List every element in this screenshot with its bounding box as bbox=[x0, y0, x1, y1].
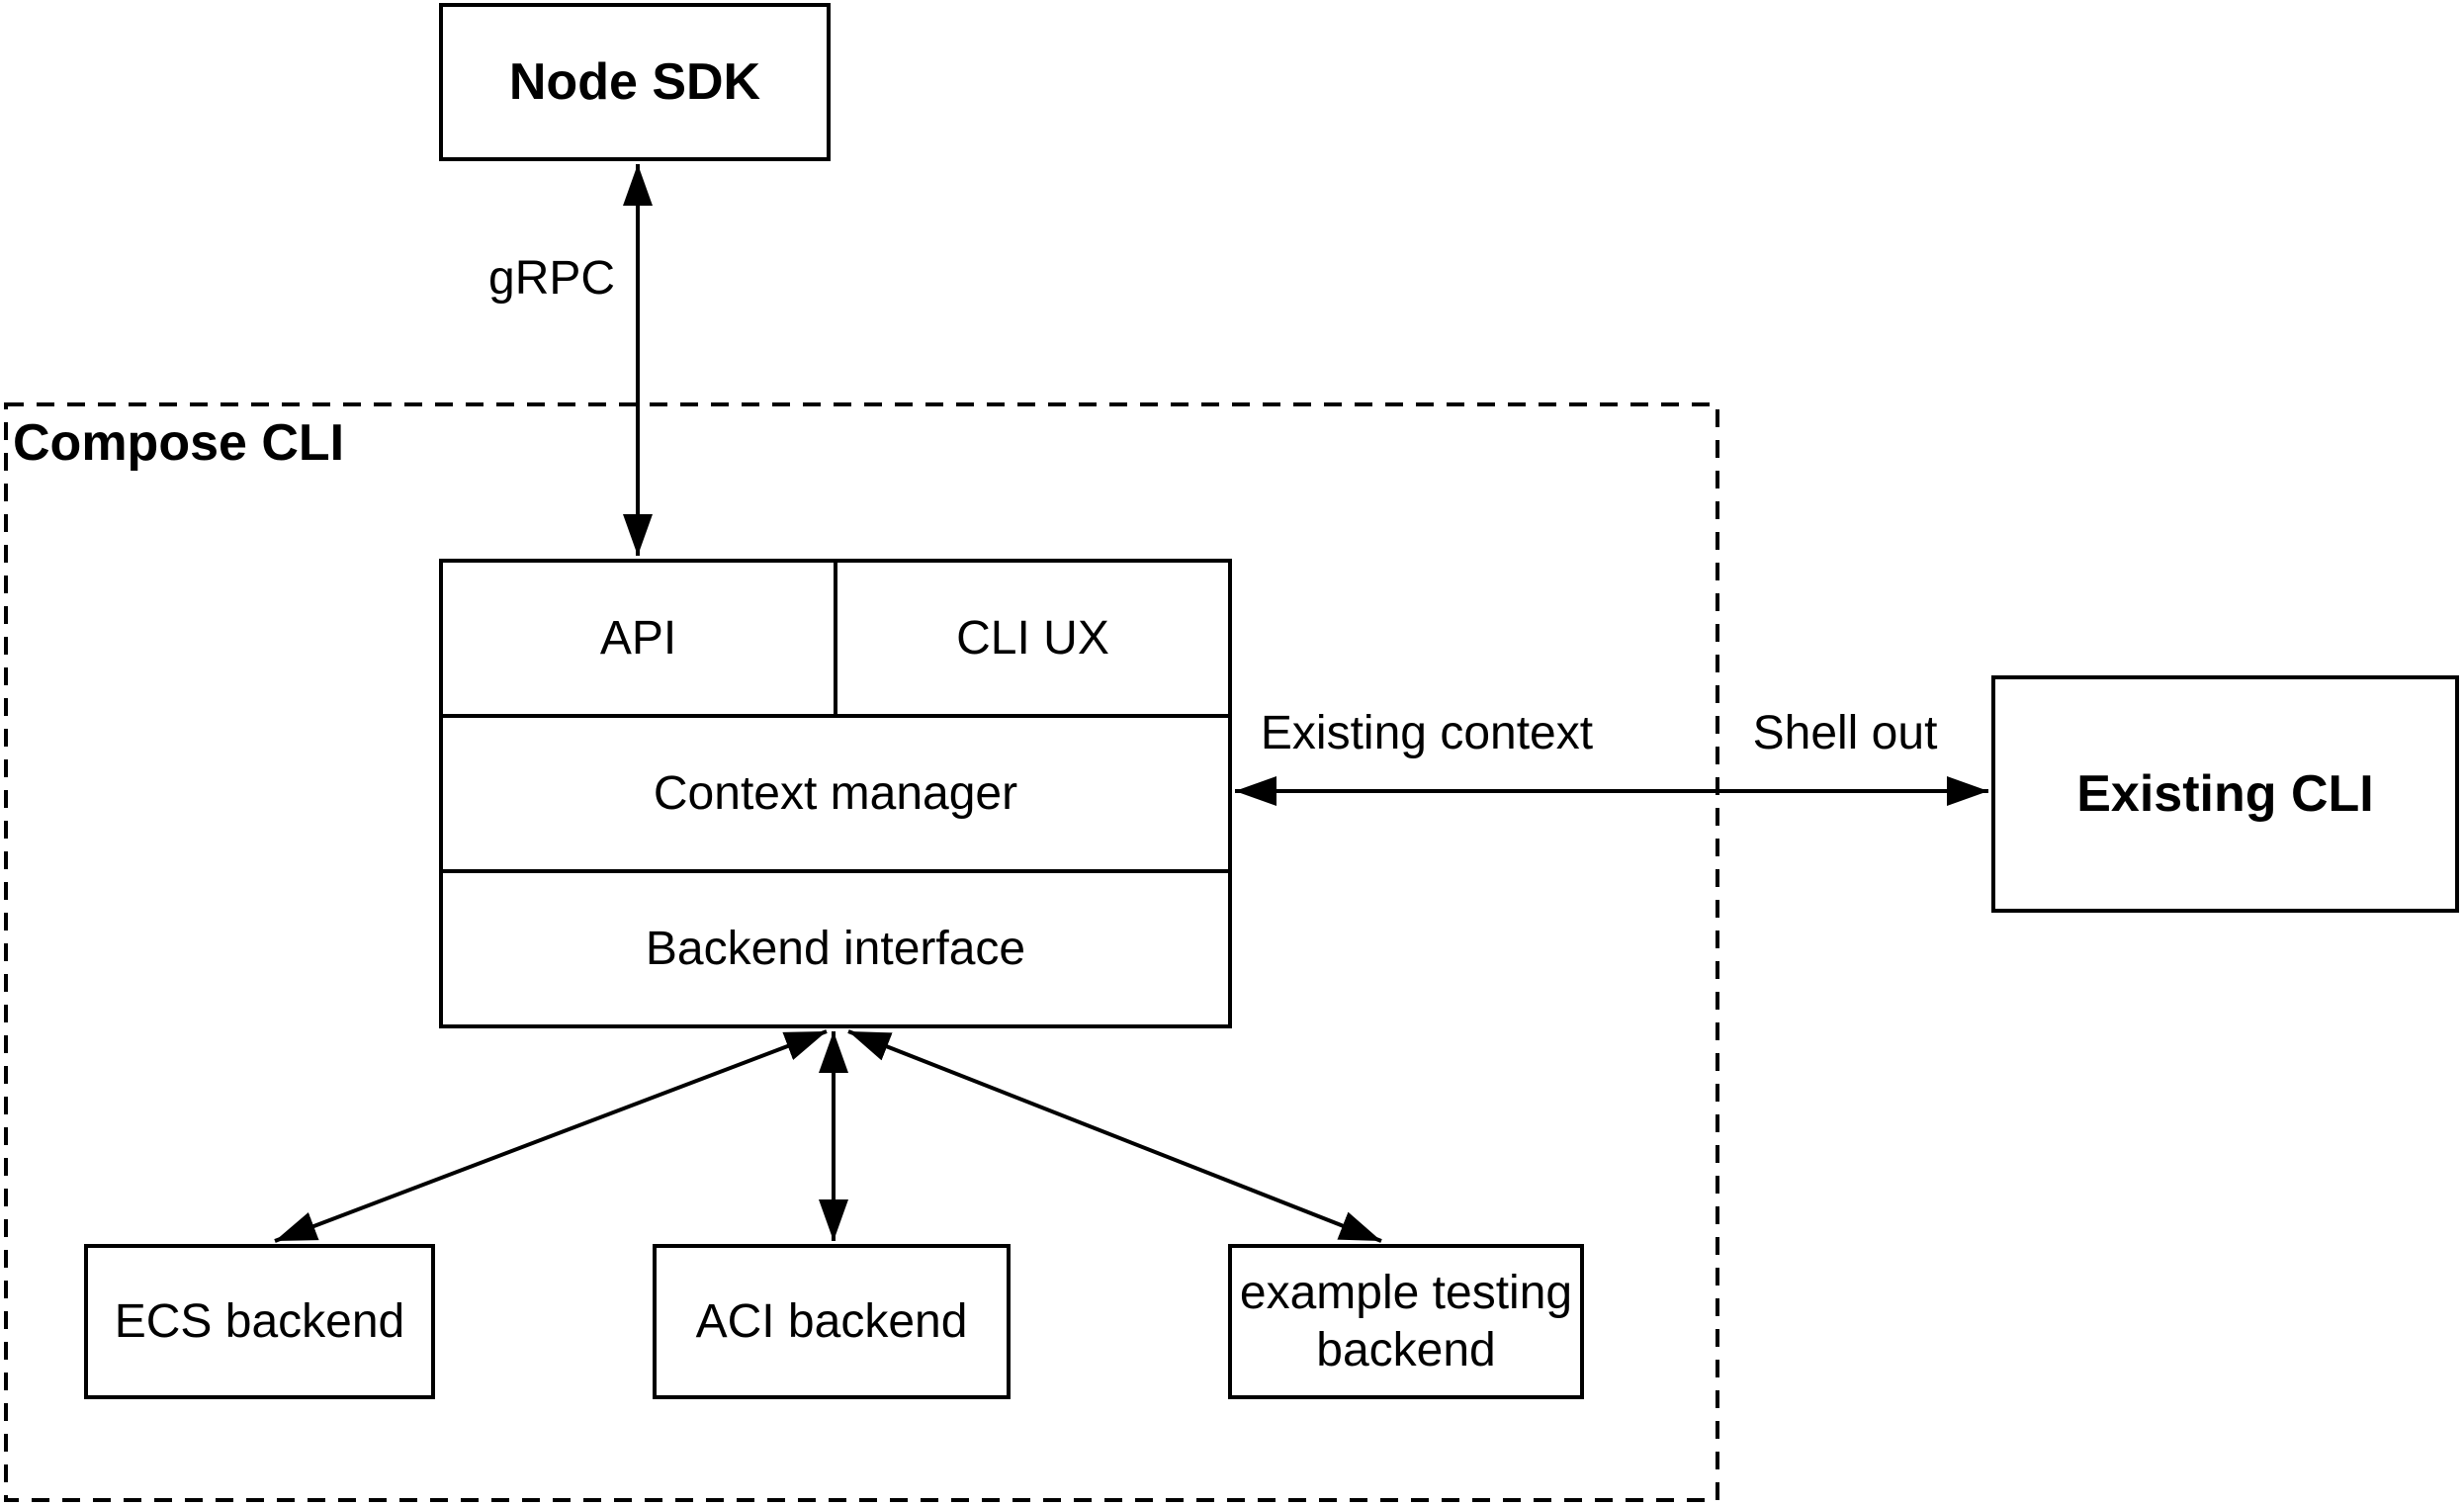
grpc-edge-label: gRPC bbox=[488, 252, 616, 305]
ecs-backend-arrow bbox=[274, 1029, 828, 1243]
ecs-backend-label: ECS backend bbox=[114, 1294, 405, 1348]
cli-ux-cell: CLI UX bbox=[837, 563, 1228, 714]
existing-context-edge-label: Existing context bbox=[1260, 707, 1594, 759]
compose-cli-core-box: API CLI UX Context manager Backend inter… bbox=[439, 559, 1232, 1028]
api-cell: API bbox=[443, 563, 837, 714]
top-row: API CLI UX bbox=[443, 563, 1228, 714]
compose-cli-container-title: Compose CLI bbox=[13, 414, 345, 472]
cli-ux-label: CLI UX bbox=[956, 611, 1109, 665]
existing-cli-box: Existing CLI bbox=[1991, 675, 2459, 913]
backend-interface-cell: Backend interface bbox=[443, 873, 1228, 1024]
backend-interface-label: Backend interface bbox=[645, 922, 1026, 975]
node-sdk-box: Node SDK bbox=[439, 3, 831, 161]
example-testing-backend-arrow bbox=[847, 1029, 1382, 1243]
aci-backend-label: ACI backend bbox=[695, 1294, 968, 1348]
example-testing-backend-label: example testing backend bbox=[1239, 1266, 1573, 1376]
context-manager-row: Context manager bbox=[443, 714, 1228, 869]
api-label: API bbox=[599, 611, 677, 665]
existing-cli-label: Existing CLI bbox=[2076, 764, 2374, 823]
example-testing-backend-box: example testing backend bbox=[1228, 1244, 1584, 1399]
context-manager-cell: Context manager bbox=[443, 718, 1228, 869]
node-sdk-label: Node SDK bbox=[508, 52, 761, 111]
context-manager-label: Context manager bbox=[653, 766, 1018, 820]
backend-interface-row: Backend interface bbox=[443, 869, 1228, 1024]
aci-backend-box: ACI backend bbox=[653, 1244, 1011, 1399]
shell-out-edge-label: Shell out bbox=[1752, 707, 1938, 759]
ecs-backend-box: ECS backend bbox=[84, 1244, 435, 1399]
